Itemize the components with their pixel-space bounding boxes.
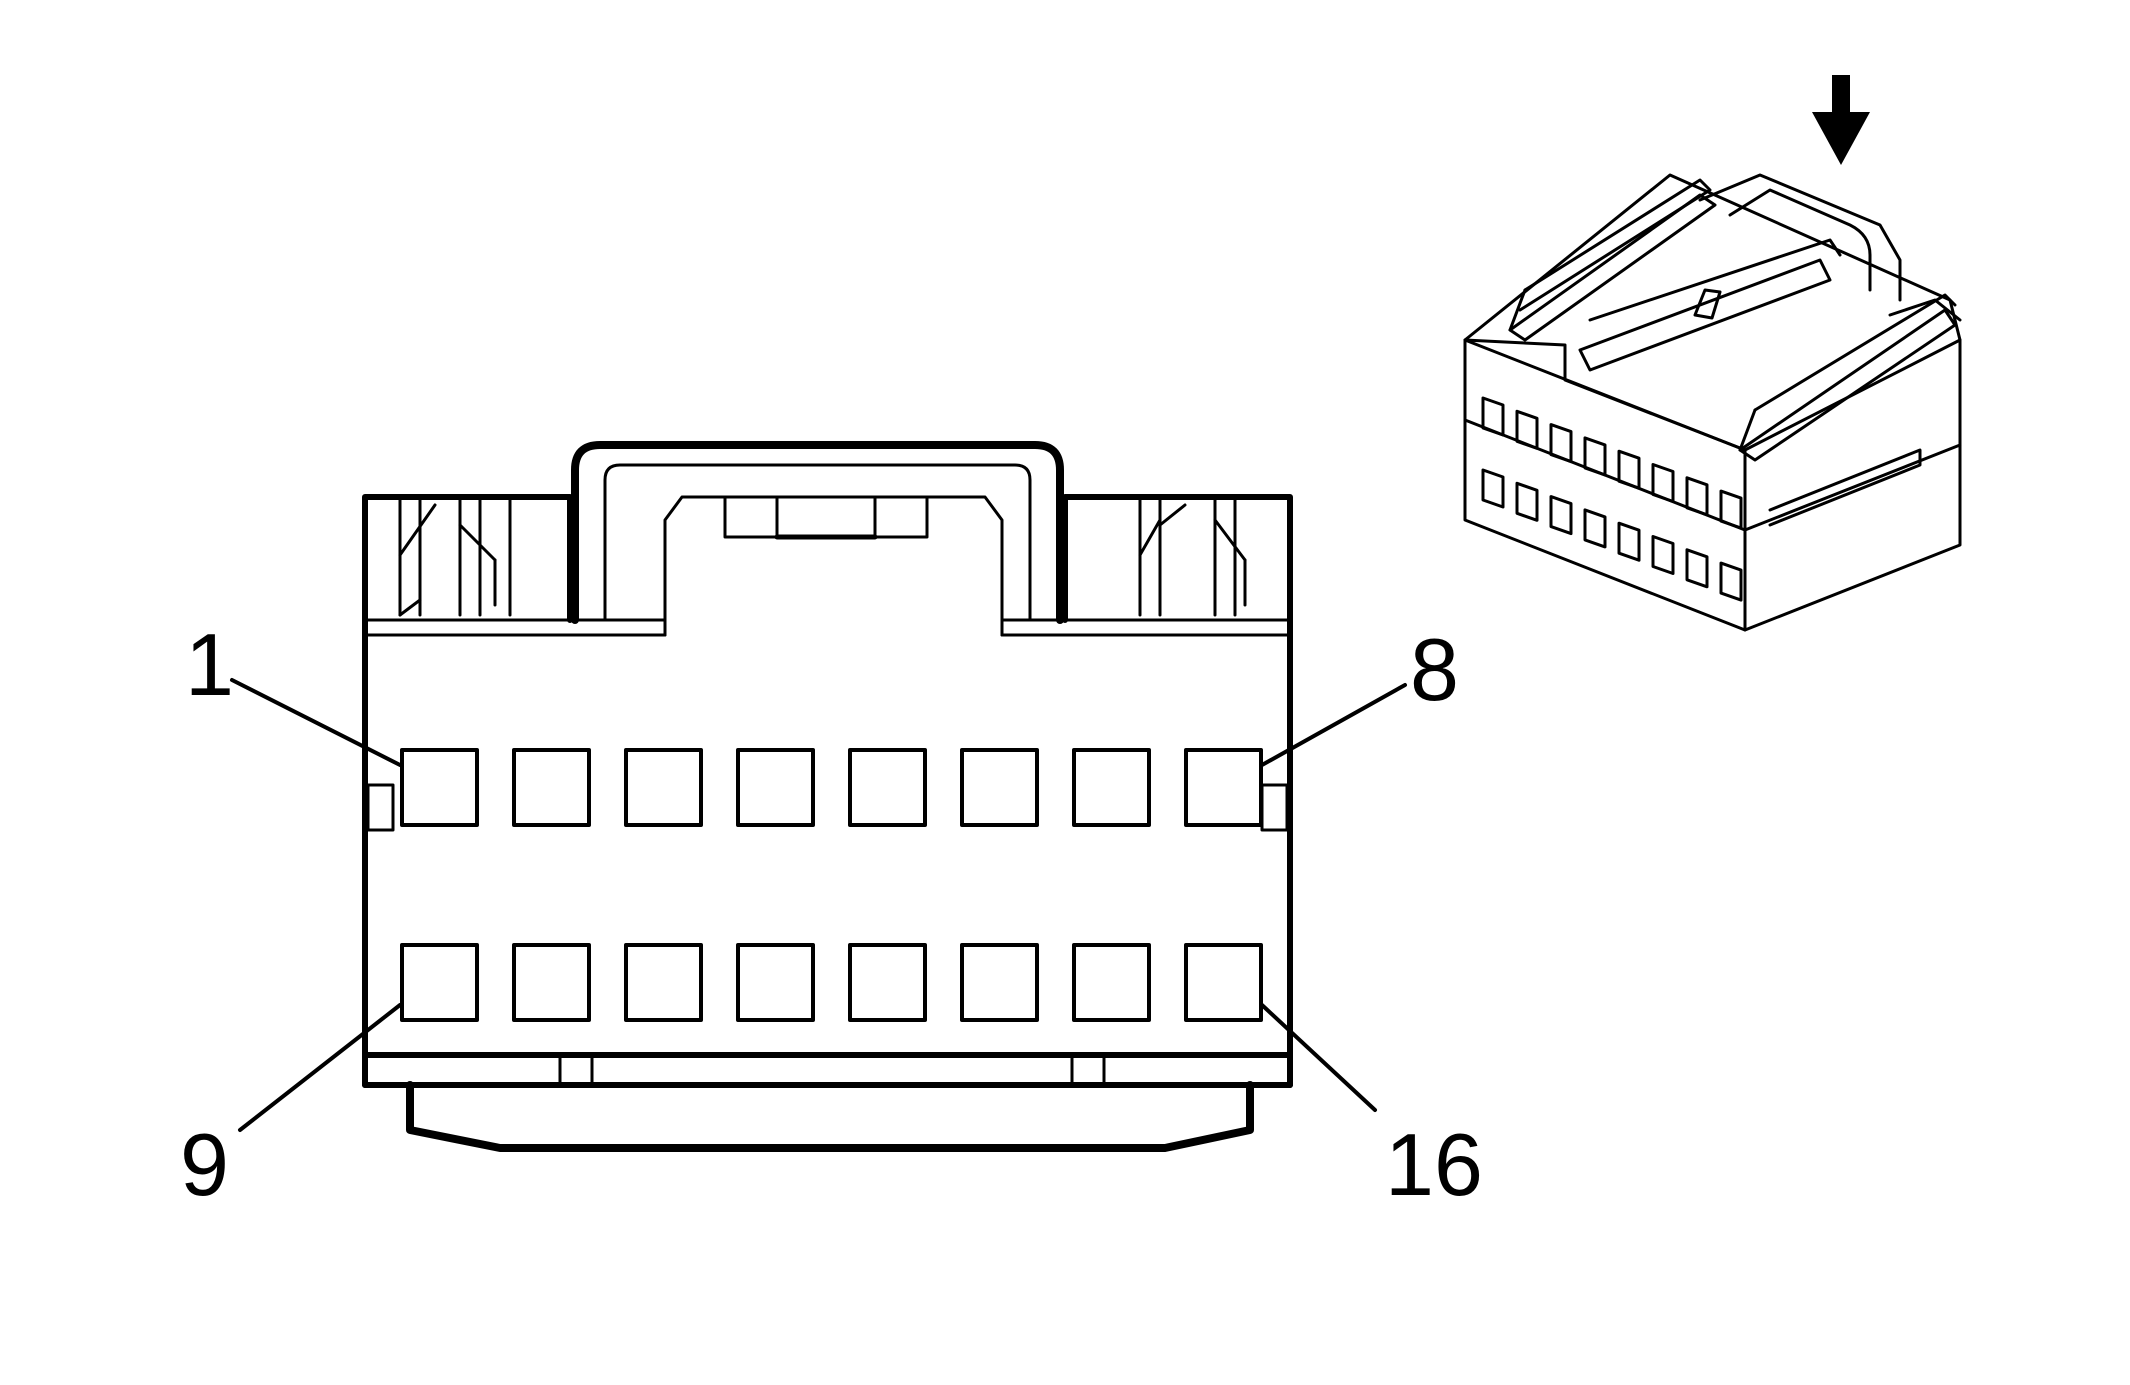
pin-cavity-11 (624, 943, 703, 1022)
inset-pin-cavity-2 (1515, 409, 1539, 450)
pin-cavity-15 (1072, 943, 1151, 1022)
pin-label-16: 16 (1385, 1115, 1483, 1214)
left-shoulder (362, 494, 573, 623)
inset-pin-cavity-12 (1583, 508, 1607, 549)
inset-pin-cavity-5 (1617, 449, 1641, 490)
pin-row-bottom (400, 943, 1263, 1022)
pin-label-9: 9 (180, 1115, 229, 1214)
left-key-ribs (398, 498, 512, 617)
base-rail-slot-right (1070, 1053, 1106, 1087)
pin-cavity-10 (512, 943, 591, 1022)
inset-pin-cavity-14 (1651, 535, 1675, 575)
pin-row-top (400, 748, 1263, 827)
connector-face-view (230, 441, 1407, 1152)
inset-center-latch (1578, 258, 1832, 372)
leader-line-pin-16 (1260, 1003, 1377, 1112)
inset-pin-cavity-6 (1651, 463, 1675, 503)
latch-inner-edge (663, 495, 1004, 637)
lock-hood-outline (571, 441, 1064, 624)
left-side-nub (366, 783, 395, 832)
inset-right-face (1743, 338, 1962, 632)
inset-right-slot (1768, 448, 1922, 527)
inset-pin-cavity-11 (1549, 495, 1573, 536)
right-side-nub (1260, 783, 1289, 832)
pin-cavity-2 (512, 748, 591, 827)
inset-pin-cavity-13 (1617, 521, 1641, 562)
pin-cavity-4 (736, 748, 815, 827)
pin-cavity-9 (400, 943, 479, 1022)
pin-cavity-6 (960, 748, 1039, 827)
inset-left-rail (1508, 193, 1717, 342)
inset-pin-cavity-10 (1515, 481, 1539, 522)
latch-tab-left (723, 495, 779, 539)
inset-pin-cavity-4 (1583, 436, 1607, 477)
latch-tab-right (873, 495, 929, 539)
base-rail-slot-left (558, 1053, 594, 1087)
pin-cavity-13 (848, 943, 927, 1022)
inset-pin-row-top (1481, 396, 1743, 530)
pin-label-1: 1 (185, 615, 234, 714)
inset-pin-cavity-9 (1481, 468, 1505, 509)
leader-line-pin-9 (238, 1003, 402, 1132)
pin-cavity-1 (400, 748, 479, 827)
bottom-skirt (406, 1081, 1254, 1152)
inset-pin-cavity-15 (1685, 548, 1709, 589)
down-arrow-icon (1812, 75, 1870, 165)
right-shoulder (1062, 494, 1293, 623)
inset-pin-cavity-1 (1481, 396, 1505, 437)
inset-top-deck-front-edge (1463, 338, 1747, 452)
lock-hood-inner (603, 463, 1032, 622)
inset-right-rail (1738, 308, 1957, 462)
pin-cavity-3 (624, 748, 703, 827)
inset-pin-row-bottom (1481, 468, 1743, 602)
right-key-ribs (1138, 498, 1247, 617)
pin-cavity-8 (1184, 748, 1263, 827)
leader-line-pin-8 (1260, 683, 1407, 767)
leader-line-pin-1 (230, 678, 402, 767)
pin-cavity-7 (1072, 748, 1151, 827)
pin-cavity-14 (960, 943, 1039, 1022)
inset-lock-hood (1728, 188, 1872, 292)
inset-right-divider (1743, 443, 1962, 532)
inset-lock-tab (1693, 288, 1722, 320)
pin-cavity-12 (736, 943, 815, 1022)
pin-cavity-5 (848, 748, 927, 827)
inset-pin-cavity-7 (1685, 476, 1709, 517)
inset-pin-cavity-3 (1549, 423, 1573, 464)
inset-pin-cavity-16 (1719, 561, 1743, 602)
connector-isometric-view (1463, 75, 1962, 632)
inset-pin-cavity-8 (1719, 489, 1743, 530)
pin-cavity-16 (1184, 943, 1263, 1022)
inset-top-deck (1463, 173, 1962, 342)
pin-label-8: 8 (1410, 620, 1459, 719)
